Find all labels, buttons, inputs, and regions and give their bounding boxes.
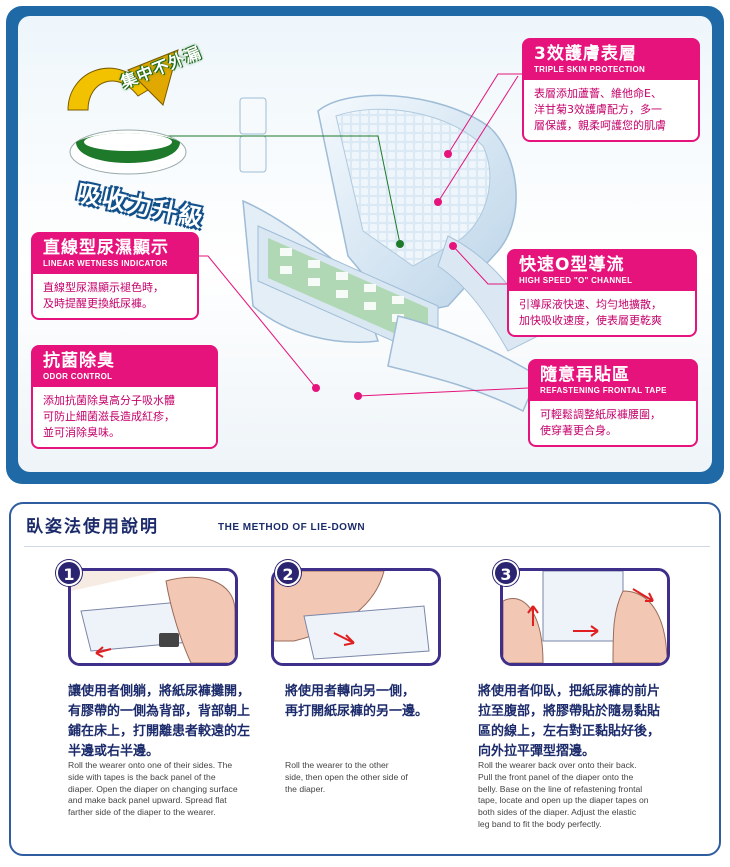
callout-header: 直線型尿濕顯示 LINEAR WETNESS INDICATOR — [31, 232, 199, 274]
step-text-line: 再打開紙尿褲的另一邊。 — [285, 704, 429, 719]
step-text-line: leg band to fit the body perfectly. — [478, 818, 602, 829]
callout-text: 及時提醒更換紙尿褲。 — [43, 297, 153, 310]
step-text-line: 區的線上，左右對正黏貼好後， — [478, 724, 661, 739]
callout-title: 隨意再貼區 — [540, 365, 630, 385]
callout-subtitle: ODOR CONTROL — [43, 372, 113, 381]
callout-body: 引導尿液快速、均勻地擴散， 加快吸收速度，使表層更乾爽 — [507, 291, 697, 337]
step-text-line: 將使用者仰臥，把紙尿褲的前片 — [478, 684, 661, 699]
callout-body: 表層添加蘆薈、維他命E、 洋甘菊3效護膚配方，多一 層保護，親柔呵護您的肌膚 — [522, 80, 700, 142]
callout-text: 層保護，親柔呵護您的肌膚 — [534, 119, 666, 132]
callout-title: 快速O型導流 — [519, 255, 625, 275]
step-text-line: both sides of the diaper. Adjust the ela… — [478, 807, 637, 818]
callout-text: 引導尿液快速、均勻地擴散， — [519, 298, 662, 311]
method-title: 臥姿法使用說明 — [26, 517, 159, 537]
callout-skin-protection: 3效護膚表層 TRIPLE SKIN PROTECTION 表層添加蘆薈、維他命… — [522, 38, 700, 142]
step-text-line: belly. Base on the line of refastening f… — [478, 783, 643, 794]
step-number: 1 — [56, 560, 82, 586]
step-text-line: Roll the wearer back over onto their bac… — [478, 760, 637, 770]
callout-text: 直線型尿濕顯示褪色時， — [43, 281, 164, 294]
callout-subtitle: TRIPLE SKIN PROTECTION — [534, 65, 646, 74]
callout-text: 洋甘菊3效護膚配方，多一 — [534, 103, 662, 116]
step-text-line: Roll the wearer onto one of their sides.… — [68, 760, 233, 770]
step-3-text-en: Roll the wearer back over onto their bac… — [478, 760, 693, 831]
step-text-line: tape, locate and open up the diaper tape… — [478, 795, 649, 806]
callout-o-channel: 快速O型導流 HIGH SPEED "O" CHANNEL 引導尿液快速、均勻地… — [507, 249, 697, 337]
step-3-illustration — [500, 568, 670, 666]
instructions-panel — [9, 502, 721, 856]
step-text-line: 將使用者轉向另一側， — [285, 684, 416, 699]
step-text-line: side, then open the other side of — [285, 771, 408, 782]
step-number: 3 — [493, 560, 519, 586]
callout-header: 快速O型導流 HIGH SPEED "O" CHANNEL — [507, 249, 697, 291]
callout-text: 並可消除臭味。 — [43, 426, 120, 439]
step-text-line: 向外拉平彈型摺邊。 — [478, 744, 596, 759]
callout-body: 直線型尿濕顯示褪色時， 及時提醒更換紙尿褲。 — [31, 274, 199, 320]
step-text-line: diaper. Open the diaper on changing surf… — [68, 783, 238, 794]
absorption-badge-graphic — [67, 49, 187, 175]
step-1-text-zh: 讓使用者側躺，將紙尿褲攤開， 有膠帶的一側為背部，背部朝上 鋪在床上，打開離患者… — [68, 682, 268, 762]
step-text-line: 鋪在床上，打開離患者較遠的左 — [68, 724, 251, 739]
method-subtitle: THE METHOD OF LIE-DOWN — [218, 522, 366, 533]
step-text-line: 讓使用者側躺，將紙尿褲攤開， — [68, 684, 251, 699]
callout-header: 3效護膚表層 TRIPLE SKIN PROTECTION — [522, 38, 700, 80]
callout-title: 抗菌除臭 — [43, 351, 115, 371]
callout-title: 3效護膚表層 — [534, 44, 637, 64]
step-text-line: farther side of the diaper to the wearer… — [68, 807, 216, 818]
callout-wetness-indicator: 直線型尿濕顯示 LINEAR WETNESS INDICATOR 直線型尿濕顯示… — [31, 232, 199, 320]
callout-text: 表層添加蘆薈、維他命E、 — [534, 87, 662, 100]
step-3-text-zh: 將使用者仰臥，把紙尿褲的前片 拉至腹部，將膠帶貼於隨易黏貼 區的線上，左右對正黏… — [478, 682, 708, 762]
callout-header: 抗菌除臭 ODOR CONTROL — [31, 345, 218, 387]
step-text-line: 拉至腹部，將膠帶貼於隨易黏貼 — [478, 704, 661, 719]
step-text-line: Roll the wearer to the other — [285, 760, 389, 770]
step-1-text-en: Roll the wearer onto one of their sides.… — [68, 760, 258, 819]
callout-text: 使穿著更合身。 — [540, 424, 617, 437]
callout-header: 隨意再貼區 REFASTENING FRONTAL TAPE — [528, 359, 698, 401]
step-text-line: 有膠帶的一側為背部，背部朝上 — [68, 704, 251, 719]
callout-subtitle: REFASTENING FRONTAL TAPE — [540, 386, 667, 395]
callout-text: 可輕鬆調整紙尿褲腰圍， — [540, 408, 661, 421]
callout-subtitle: LINEAR WETNESS INDICATOR — [43, 259, 168, 268]
step-2-illustration — [271, 568, 441, 666]
step-text-line: side with tapes is the back panel of the — [68, 771, 216, 782]
callout-text: 添加抗菌除臭高分子吸水體 — [43, 394, 175, 407]
callout-subtitle: HIGH SPEED "O" CHANNEL — [519, 276, 633, 285]
callout-refastening-tape: 隨意再貼區 REFASTENING FRONTAL TAPE 可輕鬆調整紙尿褲腰… — [528, 359, 698, 447]
step-text-line: the diaper. — [285, 783, 326, 794]
step-text-line: Pull the front panel of the diaper onto … — [478, 771, 634, 782]
step-1-illustration — [68, 568, 238, 666]
divider — [24, 546, 710, 547]
step-text-line: and make back panel upward. Spread flat — [68, 795, 227, 806]
callout-text: 可防止細菌滋長造成紅疹， — [43, 410, 175, 423]
step-text-line: 半邊或右半邊。 — [68, 744, 160, 759]
callout-odor-control: 抗菌除臭 ODOR CONTROL 添加抗菌除臭高分子吸水體 可防止細菌滋長造成… — [31, 345, 218, 449]
callout-body: 添加抗菌除臭高分子吸水體 可防止細菌滋長造成紅疹， 並可消除臭味。 — [31, 387, 218, 449]
step-2-text-en: Roll the wearer to the other side, then … — [285, 760, 450, 795]
callout-text: 加快吸收速度，使表層更乾爽 — [519, 314, 662, 327]
callout-title: 直線型尿濕顯示 — [43, 238, 169, 258]
step-number: 2 — [275, 560, 301, 586]
step-2-text-zh: 將使用者轉向另一側， 再打開紙尿褲的另一邊。 — [285, 682, 465, 722]
callout-body: 可輕鬆調整紙尿褲腰圍， 使穿著更合身。 — [528, 401, 698, 447]
